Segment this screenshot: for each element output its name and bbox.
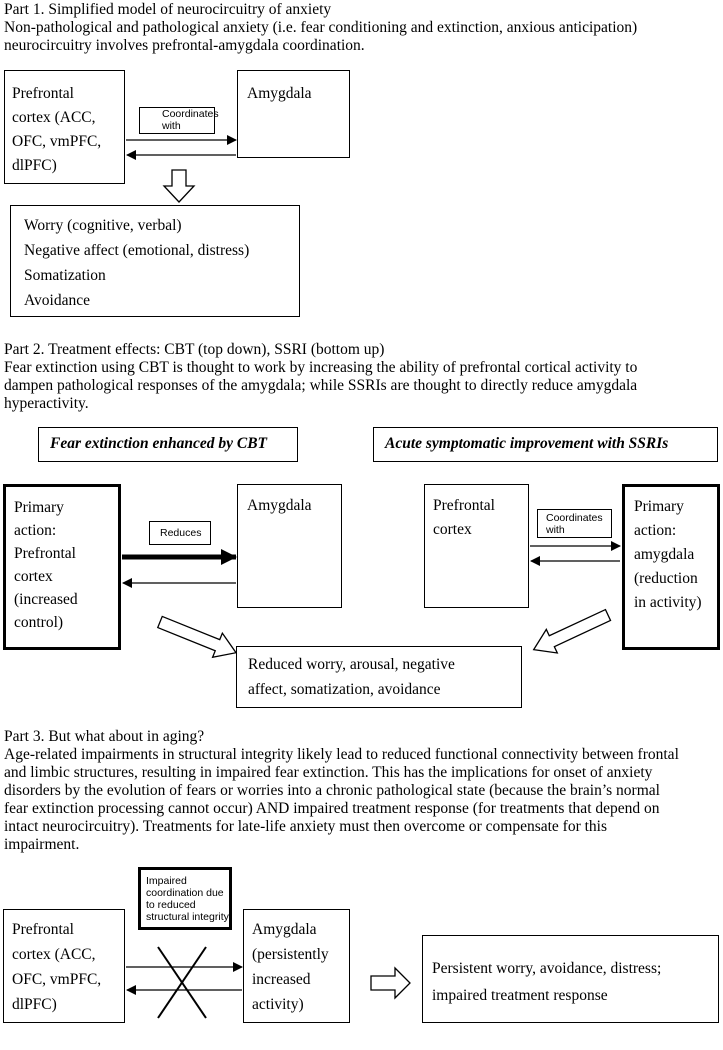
part3-amygdala-line1: Amygdala (252, 921, 317, 938)
ssri-primary-line4: (reduction (634, 570, 698, 587)
part1-prefrontal-line4: dlPFC) (12, 157, 57, 174)
cbt-primary-line6: control) (14, 614, 64, 631)
part1-description-line2: neurocircuitry involves prefrontal-amygd… (4, 37, 365, 54)
part1-prefrontal-line2: cortex (ACC, (12, 109, 96, 126)
part3-description-line3: disorders by the evolution of fears or w… (4, 782, 660, 799)
part3-amygdala-line3: increased (252, 971, 311, 988)
part1-coordinates-label-box (139, 107, 215, 134)
cbt-primary-action-box (3, 484, 121, 650)
ssri-primary-line3: amygdala (634, 546, 695, 563)
cbt-title-box (38, 427, 298, 462)
ssri-primary-action-box (622, 484, 720, 650)
impaired-line4: structural integrity (146, 911, 229, 923)
part1-prefrontal-line1: Prefrontal (12, 85, 74, 102)
part1-hollow-down-arrow-icon (162, 169, 196, 203)
impaired-line1: Impaired (146, 875, 187, 887)
impaired-line2: coordination due (146, 887, 224, 899)
part1-amygdala-label: Amygdala (247, 85, 312, 102)
cbt-primary-line5: (increased (14, 591, 78, 608)
ssri-prefrontal-box (424, 484, 529, 608)
part3-outcome-line2: impaired treatment response (432, 987, 608, 1004)
ssri-coordinates-label-line1: Coordinates (546, 512, 603, 524)
part3-amygdala-line4: activity) (252, 996, 304, 1013)
part1-outcome-avoidance: Avoidance (24, 292, 90, 309)
part3-prefrontal-line1: Prefrontal (12, 921, 74, 938)
part2-outcome-box (236, 646, 522, 708)
cbt-hollow-arrow-icon (156, 615, 238, 659)
impaired-line3: to reduced (146, 899, 196, 911)
ssri-title: Acute symptomatic improvement with SSRIs (385, 435, 669, 452)
cbt-amygdala-label: Amygdala (247, 497, 312, 514)
part1-heading: Part 1. Simplified model of neurocircuit… (4, 1, 332, 18)
part3-heading: Part 3. But what about in aging? (4, 728, 205, 745)
part2-description-line1: Fear extinction using CBT is thought to … (4, 359, 638, 376)
part1-prefrontal-line3: OFC, vmPFC, (12, 133, 102, 150)
part1-coordinates-label-line1: Coordinates (162, 108, 219, 120)
part1-outcome-worry: Worry (cognitive, verbal) (24, 217, 182, 234)
cbt-primary-line1: Primary (14, 499, 64, 516)
part2-heading: Part 2. Treatment effects: CBT (top down… (4, 341, 385, 358)
cbt-primary-line2: action: (14, 522, 57, 539)
cbt-primary-line4: cortex (14, 568, 53, 585)
ssri-coordinates-label-box (537, 509, 612, 538)
part3-description-line2: and limbic structures, resulting in impa… (4, 764, 653, 781)
ssri-title-box (373, 427, 718, 462)
ssri-primary-line2: action: (634, 522, 677, 539)
part3-description-line5: intact neurocircuitry). Treatments for l… (4, 818, 608, 835)
part3-outcome-box (422, 935, 719, 1023)
part3-prefrontal-line2: cortex (ACC, (12, 946, 96, 963)
ssri-hollow-arrow-icon (532, 608, 612, 654)
cbt-title: Fear extinction enhanced by CBT (50, 435, 267, 452)
part1-amygdala-box (237, 70, 350, 158)
part3-cross-stroke2 (157, 946, 207, 1019)
cbt-reduces-label-box (149, 521, 211, 545)
cbt-reduces-label: Reduces (160, 527, 202, 539)
cbt-amygdala-box (237, 484, 342, 608)
ssri-primary-line5: in activity) (634, 594, 702, 611)
part2-description-line2: dampen pathological responses of the amy… (4, 377, 638, 394)
ssri-prefrontal-line1: Prefrontal (433, 497, 495, 514)
part3-prefrontal-line3: OFC, vmPFC, (12, 971, 102, 988)
part2-outcome-line1: Reduced worry, arousal, negative (248, 656, 455, 673)
ssri-primary-line1: Primary (634, 498, 684, 515)
part3-outcome-line1: Persistent worry, avoidance, distress; (432, 960, 662, 977)
ssri-prefrontal-line2: cortex (433, 521, 472, 538)
part3-description-line6: impairment. (4, 836, 80, 853)
part2-outcome-line2: affect, somatization, avoidance (248, 681, 441, 698)
part3-prefrontal-box (3, 909, 125, 1023)
part1-outcome-affect: Negative affect (emotional, distress) (24, 242, 250, 259)
impaired-coordination-box (138, 867, 232, 930)
part1-prefrontal-box (4, 70, 125, 184)
ssri-coordinates-label-line2: with (546, 524, 565, 536)
part3-amygdala-box (243, 909, 350, 1023)
part3-amygdala-line2: (persistently (252, 946, 329, 963)
part3-hollow-right-arrow-icon (370, 966, 411, 1000)
part3-description-line4: fear extinction processing cannot occur)… (4, 800, 660, 817)
part1-coordinates-label-line2: with (162, 120, 181, 132)
part3-prefrontal-line4: dlPFC) (12, 996, 57, 1013)
part1-outcome-box (10, 205, 300, 317)
part3-description-line1: Age-related impairments in structural in… (4, 746, 679, 763)
cbt-primary-line3: Prefrontal (14, 545, 76, 562)
part2-description-line3: hyperactivity. (4, 395, 89, 412)
part1-outcome-somatization: Somatization (24, 267, 106, 284)
part1-description-line1: Non-pathological and pathological anxiet… (4, 19, 638, 36)
